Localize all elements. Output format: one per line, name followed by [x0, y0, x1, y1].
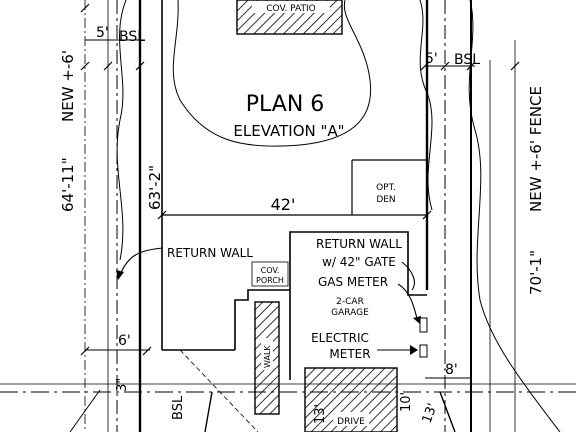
- gas-meter-box: [419, 317, 428, 333]
- cov-porch-box: [251, 261, 289, 287]
- garage-outline: [289, 231, 427, 380]
- drive-label: DRIVE: [337, 417, 365, 427]
- width-dim-label: 42': [271, 195, 296, 214]
- arrow-head: [410, 345, 418, 355]
- elevation-label: ELEVATION "A": [233, 122, 344, 140]
- left-new-fence-label: NEW +-6': [59, 50, 77, 122]
- landscape-cloud-upper: [172, 0, 372, 147]
- right-lot-depth-label: 70'-1": [527, 250, 545, 295]
- front-left-dim-label: 6': [118, 333, 131, 349]
- left-setback-label: 5': [96, 25, 109, 41]
- bottom-bsl-label: BSL: [171, 395, 186, 420]
- landscape-cloud-left: [116, 0, 127, 261]
- gas-meter-label: GAS METER: [318, 275, 388, 289]
- return-wall-gate-label-1: RETURN WALL: [316, 237, 402, 251]
- bottom-right2-dim-label: 13': [420, 401, 441, 425]
- electric-meter-label-2: METER: [329, 347, 370, 361]
- cov-porch-label-2: PORCH: [256, 276, 284, 285]
- opt-den-label-2: DEN: [376, 195, 395, 205]
- right-bsl-label: BSL: [454, 52, 480, 68]
- electric-meter-box: [419, 344, 428, 358]
- landscape-cloud-right: [419, 0, 433, 211]
- opt-den-label-1: OPT.: [376, 183, 396, 193]
- front-right-dim-label: 8': [445, 362, 458, 378]
- front-curb-right: [439, 391, 456, 432]
- plan-title: PLAN 6: [246, 92, 325, 117]
- front-curb-left: [69, 389, 101, 432]
- garage-label-1: 2-CAR: [336, 297, 364, 307]
- garage-label-2: GARAGE: [331, 308, 369, 318]
- right-setback-label: 5': [425, 51, 438, 67]
- bottom-mid-dim-label: 13': [313, 404, 328, 424]
- left-inner-depth-label: 63'-2": [146, 165, 164, 210]
- electric-meter-label-1: ELECTRIC: [311, 331, 369, 345]
- bottom-right-dim-label: 10': [399, 392, 414, 412]
- return-wall-gate-label-2: w/ 42" GATE: [322, 255, 396, 269]
- bottom-left-dim-label: 3": [115, 378, 130, 392]
- front-curb-mid: [204, 391, 213, 432]
- cov-patio-label: COV. PATIO: [266, 4, 315, 14]
- landscape-cloud-far-right: [468, 0, 561, 432]
- left-lot-depth-label: 64'-11": [59, 157, 77, 212]
- return-wall-gate-arrow: [401, 261, 415, 291]
- return-wall-left-arrow: [119, 247, 164, 276]
- arrow-head: [116, 270, 124, 280]
- cov-porch-label-1: COV.: [261, 266, 280, 275]
- sight-line: [179, 349, 259, 432]
- porch-outline: [234, 289, 290, 350]
- right-new-fence-label: NEW +-6' FENCE: [527, 86, 545, 212]
- return-wall-left-label: RETURN WALL: [167, 246, 253, 260]
- left-bsl-label: BSL: [119, 29, 145, 45]
- walk-label: WALK: [263, 345, 272, 368]
- arrow-head: [413, 316, 421, 324]
